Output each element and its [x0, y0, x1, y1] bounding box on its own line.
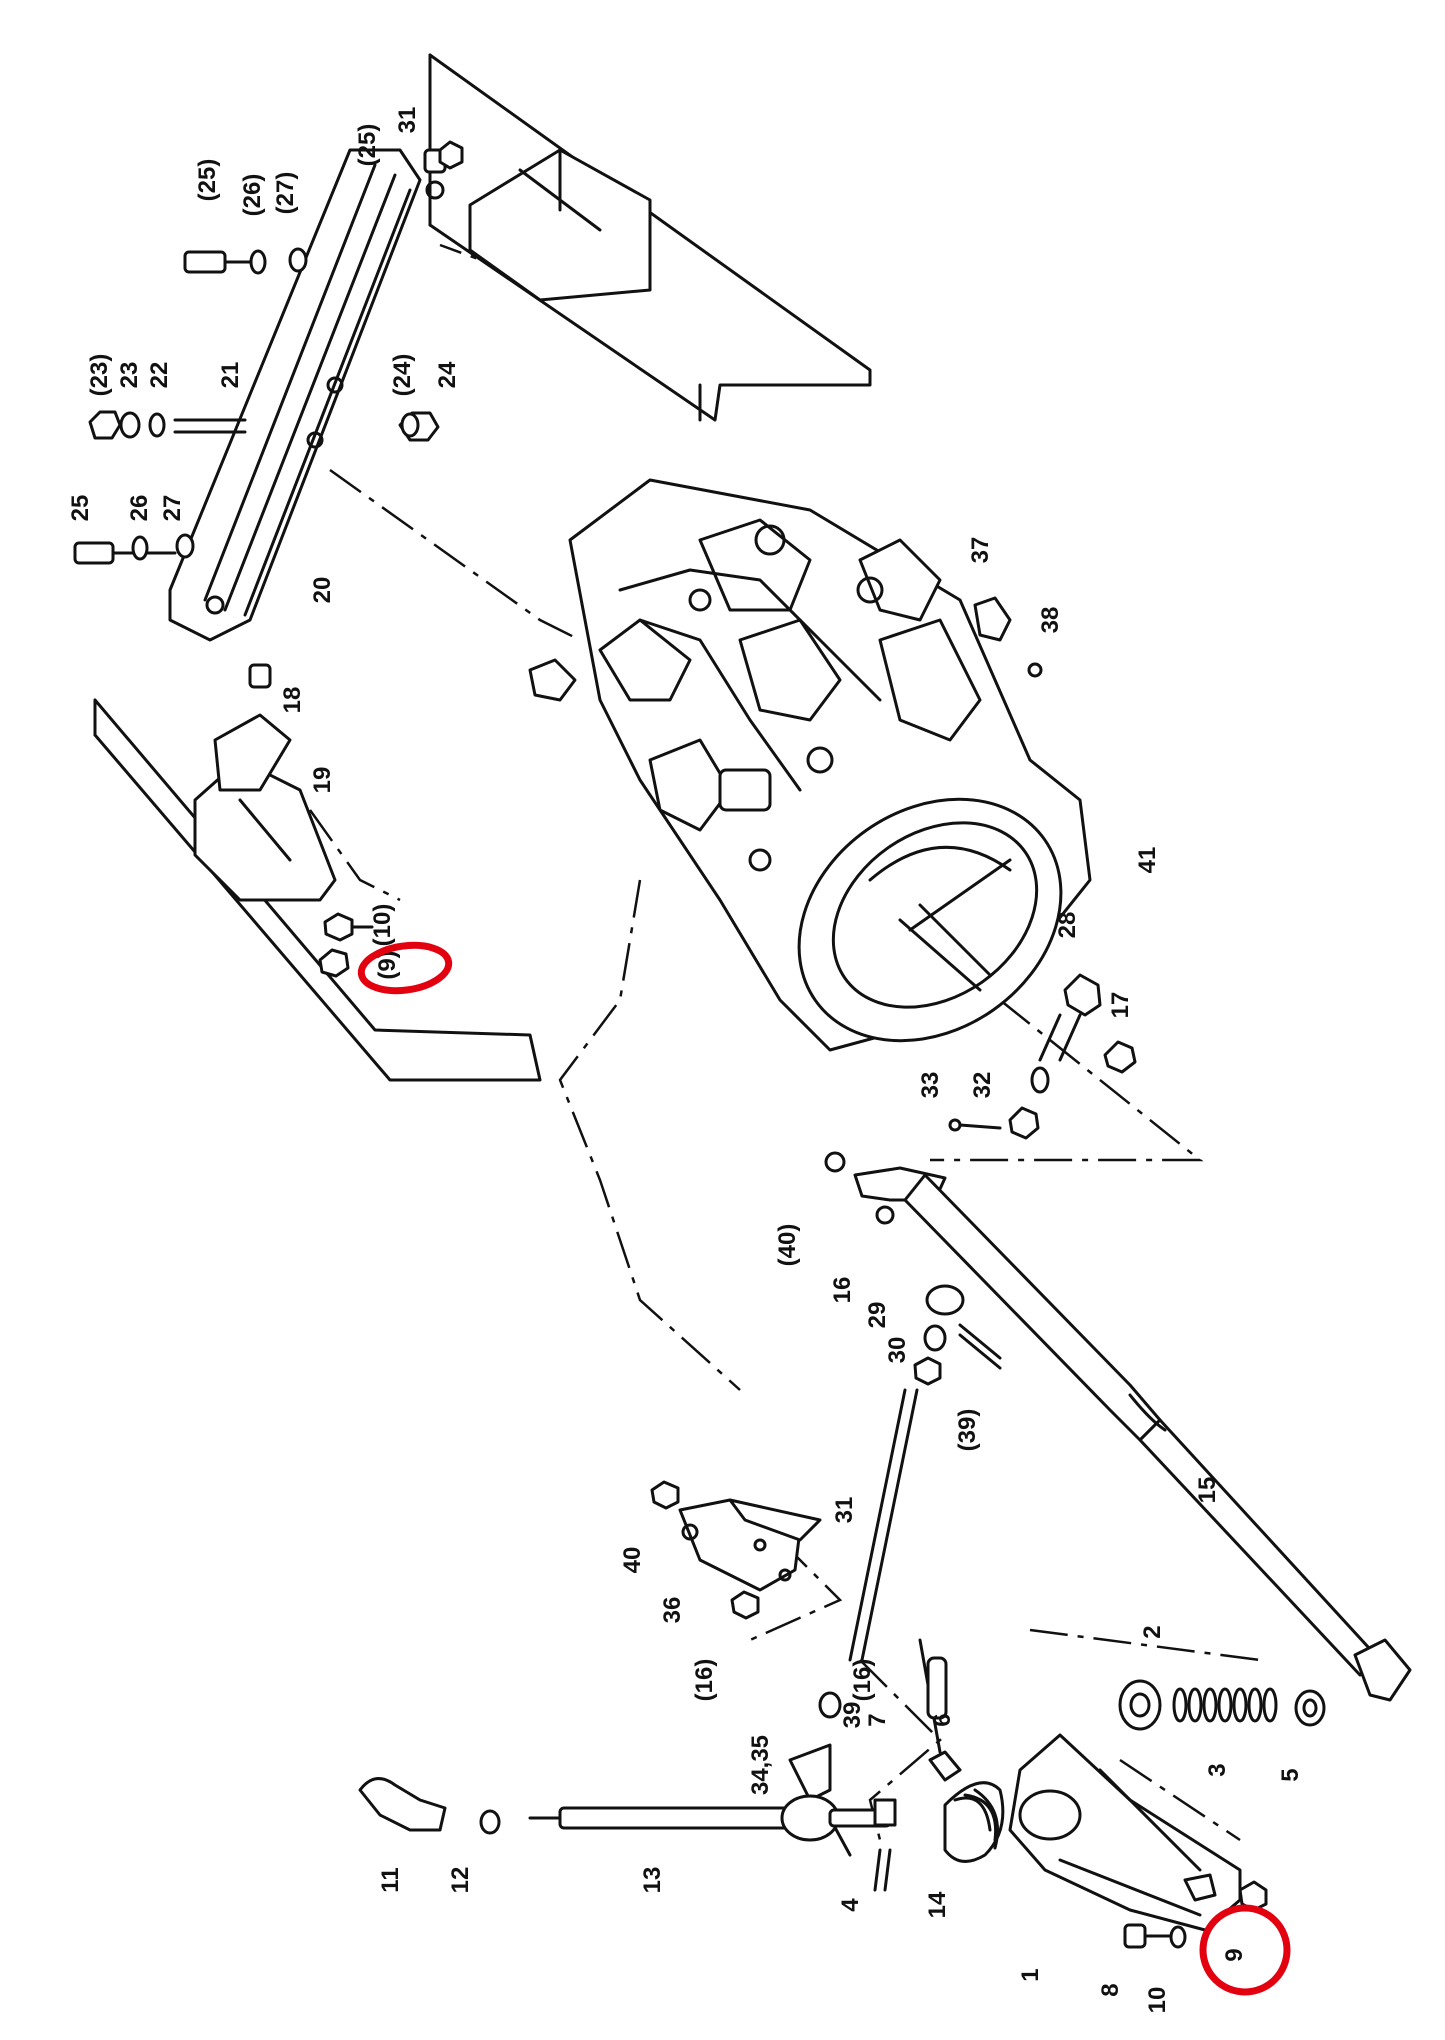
pivot-parts	[948, 973, 1137, 1140]
crossmember	[168, 148, 445, 642]
callout-label: 31	[394, 107, 421, 134]
mount-fasteners-upper	[248, 663, 374, 978]
callout-label: 3	[1204, 1763, 1231, 1776]
callout-label: 17	[1107, 992, 1134, 1019]
callout-label: 7	[864, 1713, 891, 1726]
callout-label: (27)	[272, 172, 299, 215]
callout-label: 34,35	[747, 1735, 774, 1795]
callout-label: 30	[884, 1337, 911, 1364]
highlight-circle-upper	[357, 941, 453, 995]
callout-label: 27	[159, 495, 186, 522]
callout-label: 14	[924, 1891, 951, 1918]
callout-label: (40)	[774, 1224, 801, 1267]
callout-label: 22	[146, 362, 173, 389]
assembly-dash-lines	[308, 243, 1261, 1842]
shift-linkage	[788, 1151, 1412, 1857]
highlight-circle-lower	[1199, 1904, 1291, 1996]
callout-label: 31	[831, 1497, 858, 1524]
spring-coils	[1172, 1687, 1278, 1723]
callout-label: (26)	[239, 174, 266, 217]
callout-label: 11	[377, 1867, 404, 1892]
callout-label: 5	[1277, 1768, 1304, 1781]
callout-label: 8	[1097, 1983, 1124, 1996]
callout-label: 15	[1194, 1477, 1221, 1504]
callout-label: (24)	[389, 354, 416, 397]
upper-frame-rail	[428, 53, 872, 422]
shift-lever	[358, 1638, 962, 1892]
callout-label: 24	[434, 361, 461, 388]
callout-label: (10)	[369, 904, 396, 947]
callout-label: (16)	[849, 1659, 876, 1702]
callout-label: (23)	[86, 354, 113, 397]
callout-label: 9	[1221, 1948, 1248, 1961]
callout-label: 41	[1134, 847, 1161, 874]
lower-frame-rail	[93, 698, 542, 1082]
callout-label: 19	[309, 767, 336, 794]
callout-label: 29	[864, 1302, 891, 1329]
callout-label: 28	[1054, 912, 1081, 939]
callout-label: 23	[116, 362, 143, 389]
callout-label: 38	[1037, 607, 1064, 634]
crossmember-fasteners	[73, 140, 464, 565]
callout-label: 33	[917, 1072, 944, 1099]
callout-label: 26	[126, 495, 153, 522]
callout-label: 20	[309, 577, 336, 604]
callout-label: 10	[1144, 1987, 1171, 2014]
highlight-marks	[357, 941, 1291, 1996]
shift-boot	[943, 1781, 1005, 1863]
callout-label: 1	[1017, 1968, 1044, 1981]
callout-label: (25)	[354, 124, 381, 167]
callout-label: 18	[279, 687, 306, 714]
callout-label: 16	[829, 1277, 856, 1304]
callout-label: 4	[837, 1898, 864, 1912]
callout-label: 37	[967, 537, 994, 564]
callout-label: 25	[67, 495, 94, 522]
spring-parts	[1118, 1679, 1326, 1731]
callout-label: (39)	[954, 1409, 981, 1452]
callout-label: 2	[1139, 1625, 1166, 1638]
callout-label: 13	[639, 1867, 666, 1894]
lever-housing	[1008, 1733, 1242, 1932]
callout-label: 12	[447, 1867, 474, 1894]
callout-label: 32	[969, 1072, 996, 1099]
callout-label: 40	[619, 1547, 646, 1574]
callout-label: 21	[217, 362, 244, 389]
callout-label: 6	[929, 1713, 956, 1726]
mount-bracket	[650, 1480, 822, 1620]
transmission-assembly	[528, 478, 1092, 1052]
callout-label: 39	[839, 1702, 866, 1729]
callout-label: (25)	[194, 159, 221, 202]
callout-label: 36	[659, 1597, 686, 1624]
mount-fasteners-lower	[1123, 1880, 1268, 1949]
callout-label: (16)	[691, 1659, 718, 1702]
